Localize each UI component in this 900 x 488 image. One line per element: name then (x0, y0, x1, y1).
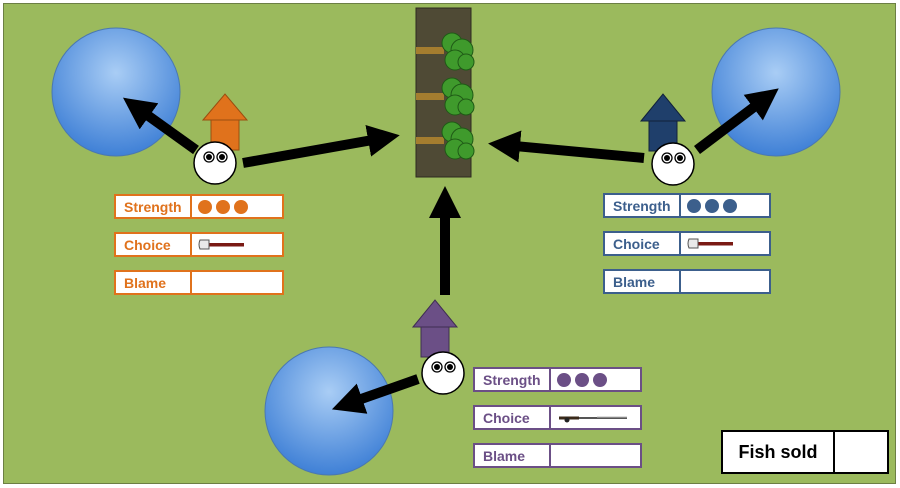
strength-dot (216, 199, 230, 214)
orange-choice-row[interactable]: Choice (114, 232, 284, 257)
axe-icon (198, 239, 244, 249)
blame-label: Blame (605, 271, 681, 292)
blame-value (551, 445, 640, 466)
strength-label: Strength (116, 196, 192, 217)
strength-dot (723, 198, 737, 213)
orange-player-avatar[interactable] (193, 141, 237, 185)
orange-strength-row: Strength (114, 194, 284, 219)
arrow-purple-to-pond (331, 374, 420, 414)
strength-dots (681, 195, 769, 216)
pond-top-right (711, 27, 841, 157)
strength-dot (593, 372, 607, 387)
strength-dot (557, 372, 571, 387)
choice-label: Choice (116, 234, 192, 255)
fish-sold-label: Fish sold (723, 432, 835, 472)
strength-label: Strength (605, 195, 681, 216)
arrow-orange-to-tree (242, 125, 400, 168)
blame-label: Blame (116, 272, 192, 293)
choice-label: Choice (475, 407, 551, 428)
strength-dots (551, 369, 640, 390)
tree[interactable] (415, 7, 475, 178)
purple-strength-row: Strength (473, 367, 642, 392)
orange-player-panel: Strength Choice Blame (114, 194, 284, 295)
tree-leaves-icon (441, 32, 475, 160)
strength-label: Strength (475, 369, 551, 390)
blue-house-marker-icon (639, 93, 687, 152)
strength-dot (705, 198, 719, 213)
blue-choice-row[interactable]: Choice (603, 231, 771, 256)
blame-label: Blame (475, 445, 551, 466)
pond-top-left (51, 27, 181, 157)
strength-dot (687, 198, 701, 213)
blue-strength-row: Strength (603, 193, 771, 218)
fish-sold-counter: Fish sold (721, 430, 889, 474)
fishing-rod-icon (559, 416, 627, 422)
strength-dot (198, 199, 212, 214)
arrow-blue-to-tree (488, 130, 645, 163)
choice-label: Choice (605, 233, 681, 254)
purple-player-avatar[interactable] (421, 351, 465, 395)
fish-sold-value (835, 432, 887, 472)
purple-blame-row[interactable]: Blame (473, 443, 642, 468)
pond-bottom (264, 346, 394, 476)
orange-house-marker-icon (201, 93, 249, 151)
blue-player-panel: Strength Choice Blame (603, 193, 771, 294)
strength-dots (192, 196, 282, 217)
blue-player-avatar[interactable] (651, 142, 695, 186)
strength-dot (575, 372, 589, 387)
axe-icon (687, 238, 733, 248)
blue-blame-row[interactable]: Blame (603, 269, 771, 294)
purple-player-panel: Strength Choice Blame (473, 367, 642, 468)
arrow-orange-to-pond (122, 97, 199, 155)
arrow-blue-to-pond (693, 88, 779, 154)
blame-value (192, 272, 282, 293)
strength-dot (234, 199, 248, 214)
orange-blame-row[interactable]: Blame (114, 270, 284, 295)
purple-choice-row[interactable]: Choice (473, 405, 642, 430)
purple-house-marker-icon (411, 299, 459, 358)
blame-value (681, 271, 769, 292)
